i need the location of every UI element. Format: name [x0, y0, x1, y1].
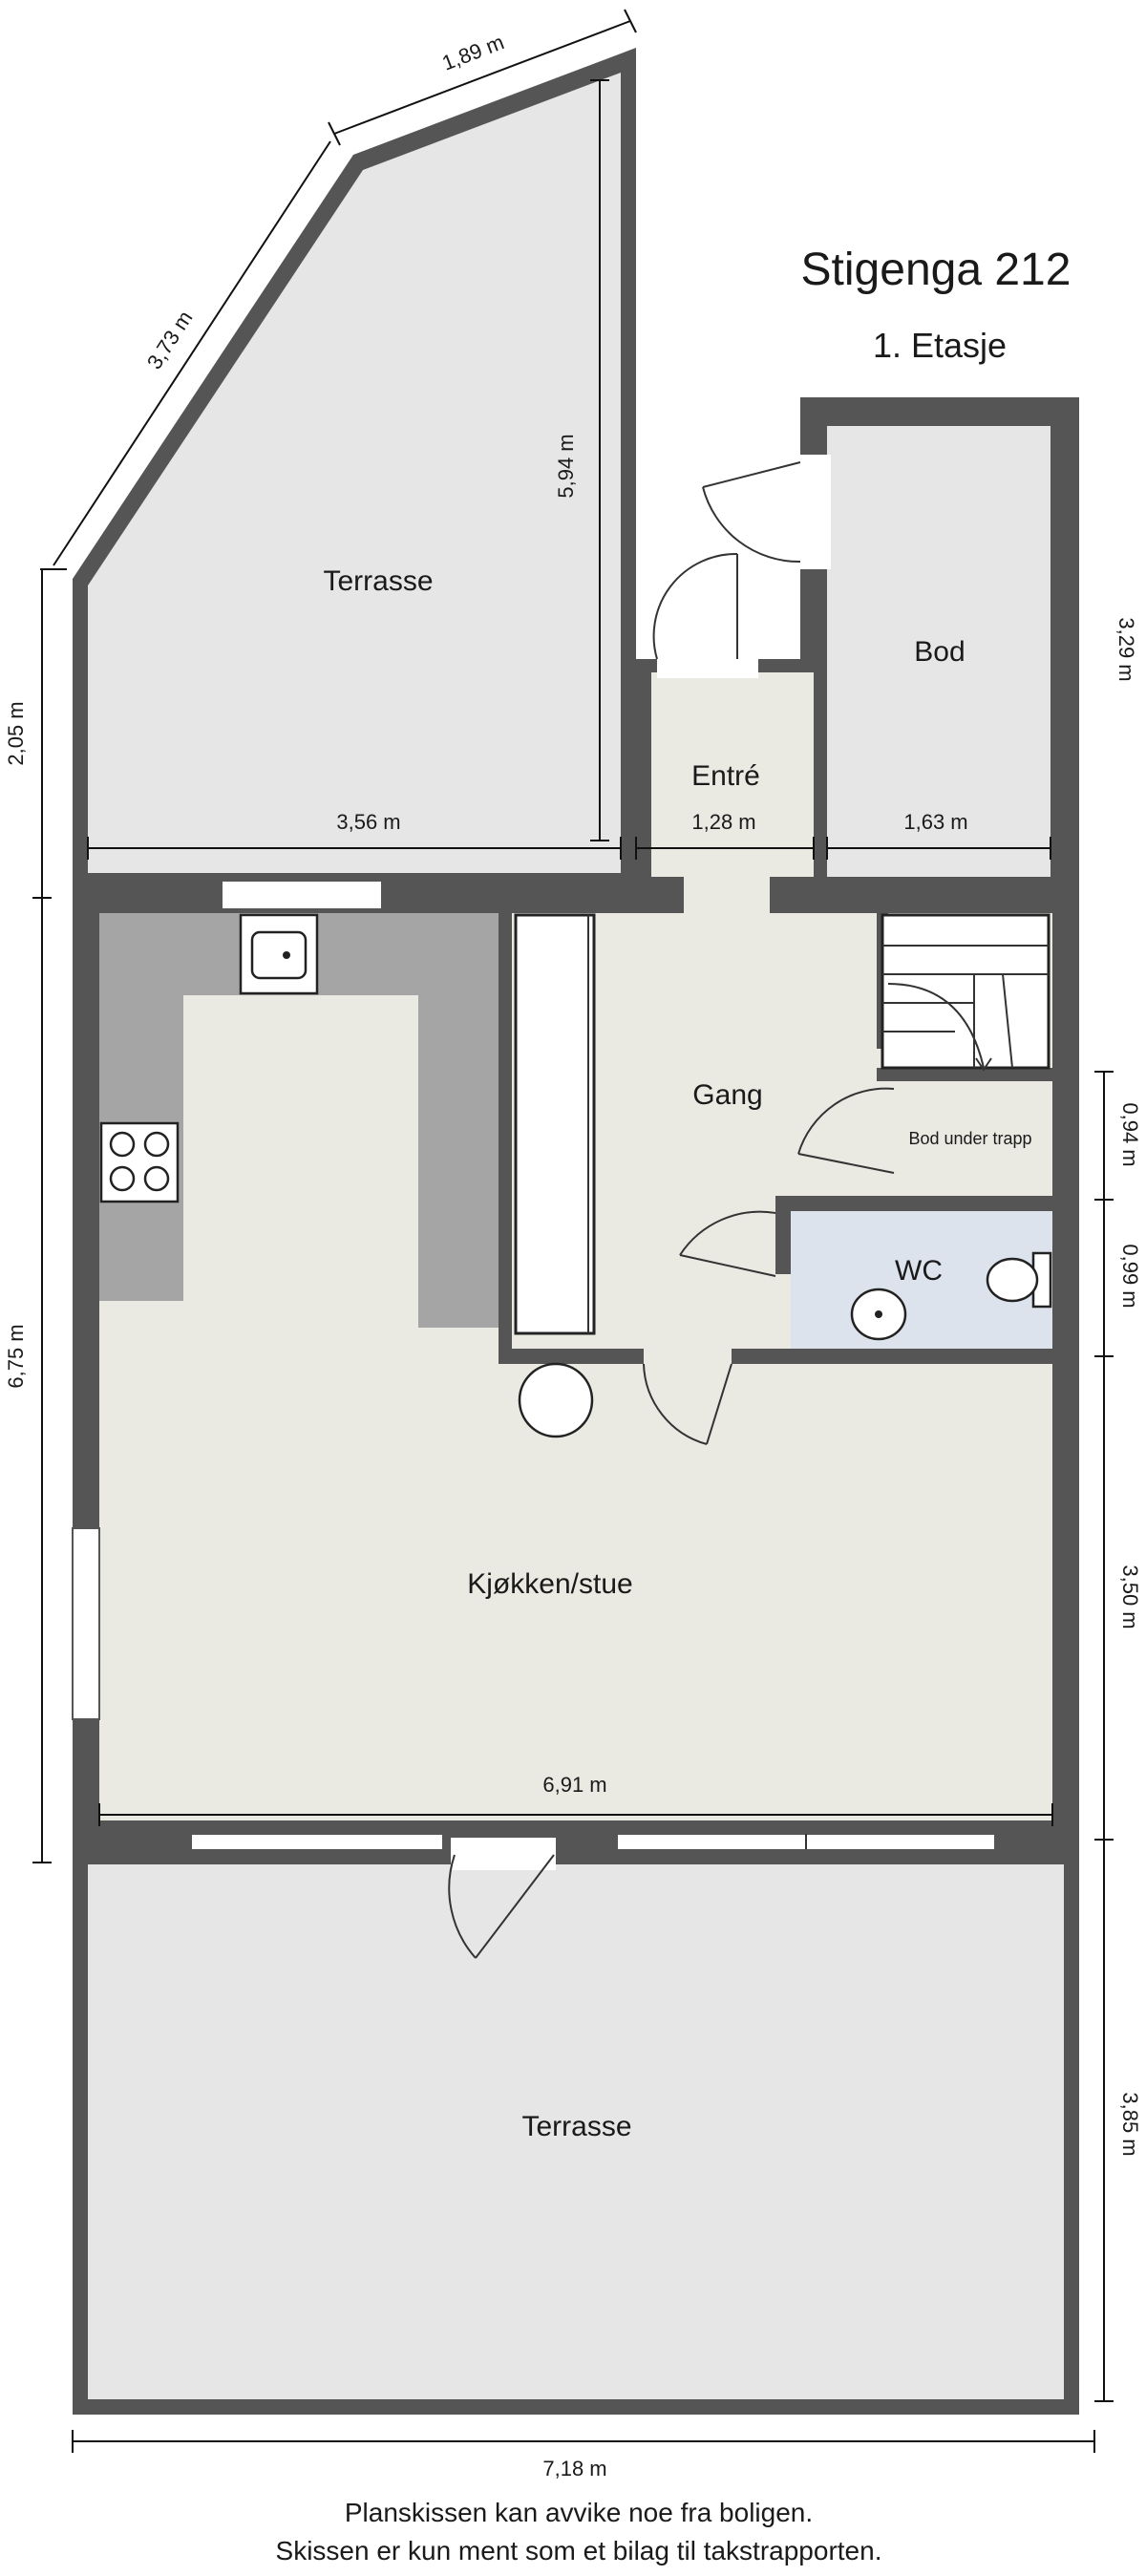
dim-label-718: 7,18 m — [542, 2457, 606, 2480]
washbasin-icon — [850, 1288, 907, 1341]
dim-label-189: 1,89 m — [438, 30, 507, 75]
wall-hall-bottom-left — [499, 1349, 644, 1364]
door-bod — [702, 461, 801, 564]
room-label-hall: Gang — [692, 1079, 762, 1111]
window-left — [72, 1527, 100, 1720]
dim-label-205: 2,05 m — [4, 701, 28, 765]
room-label-wc: WC — [895, 1255, 943, 1287]
wardrobe — [514, 913, 596, 1335]
wall-stairs-right — [877, 1068, 1056, 1081]
door-terrace — [448, 1854, 555, 1959]
dim-label-350: 3,50 m — [1118, 1565, 1142, 1629]
stairs — [881, 913, 1050, 1072]
entry-opening — [684, 877, 770, 915]
dim-label-691: 6,91 m — [542, 1773, 606, 1797]
room-label-kitchen-living: Kjøkken/stue — [467, 1568, 632, 1600]
bod-door-gap — [800, 455, 831, 569]
footer-line-2: Skissen er kun ment som et bilag til tak… — [276, 2536, 882, 2565]
dim-label-373: 3,73 m — [142, 307, 198, 373]
entry-door-gap — [657, 659, 758, 678]
room-label-storage-under-stairs: Bod under trapp — [908, 1129, 1031, 1148]
room-label-terrace-bottom: Terrasse — [521, 2111, 631, 2142]
bod-floor — [827, 426, 1050, 888]
dim-label-163: 1,63 m — [903, 810, 967, 834]
wall-hall-bottom-right — [732, 1349, 1056, 1364]
window-kitchen-top — [221, 880, 383, 910]
dim-label-594: 5,94 m — [554, 434, 578, 498]
dim-label-385: 3,85 m — [1118, 2092, 1142, 2156]
dim-label-094: 0,94 m — [1118, 1102, 1142, 1166]
hob-icon — [99, 1121, 180, 1203]
dim-label-675: 6,75 m — [4, 1324, 28, 1388]
terrace-top-floor — [88, 73, 621, 873]
door-hall — [643, 1363, 732, 1445]
room-label-entry: Entré — [691, 760, 760, 792]
dim-label-128: 1,28 m — [691, 810, 755, 834]
footer-line-1: Planskissen kan avvike noe fra boligen. — [345, 2498, 813, 2527]
floor-label: 1. Etasje — [873, 326, 1007, 365]
plan-title: Stigenga 212 — [801, 245, 1072, 295]
room-label-terrace-top: Terrasse — [323, 565, 433, 597]
door-bod-under-stairs — [797, 1087, 895, 1174]
dimension-lines — [32, 9, 1114, 2453]
wall-wc-top — [775, 1196, 1056, 1211]
dim-label-099: 0,99 m — [1118, 1244, 1142, 1308]
sink-icon — [239, 913, 319, 995]
dim-label-329: 3,29 m — [1114, 617, 1138, 681]
round-table-icon — [518, 1362, 594, 1438]
terrace-door-gap — [451, 1838, 556, 1870]
door-wc — [679, 1210, 776, 1277]
toilet-icon — [986, 1251, 1052, 1309]
kitchen-counter — [99, 913, 499, 1328]
door-entry — [652, 552, 738, 660]
terrace-bottom-floor — [88, 1864, 1064, 2399]
wall-hall-left — [499, 909, 512, 1364]
wall-wc-left — [775, 1196, 791, 1274]
entry-floor — [651, 672, 814, 888]
dim-label-356: 3,56 m — [336, 810, 400, 834]
room-label-storage: Bod — [914, 636, 965, 668]
